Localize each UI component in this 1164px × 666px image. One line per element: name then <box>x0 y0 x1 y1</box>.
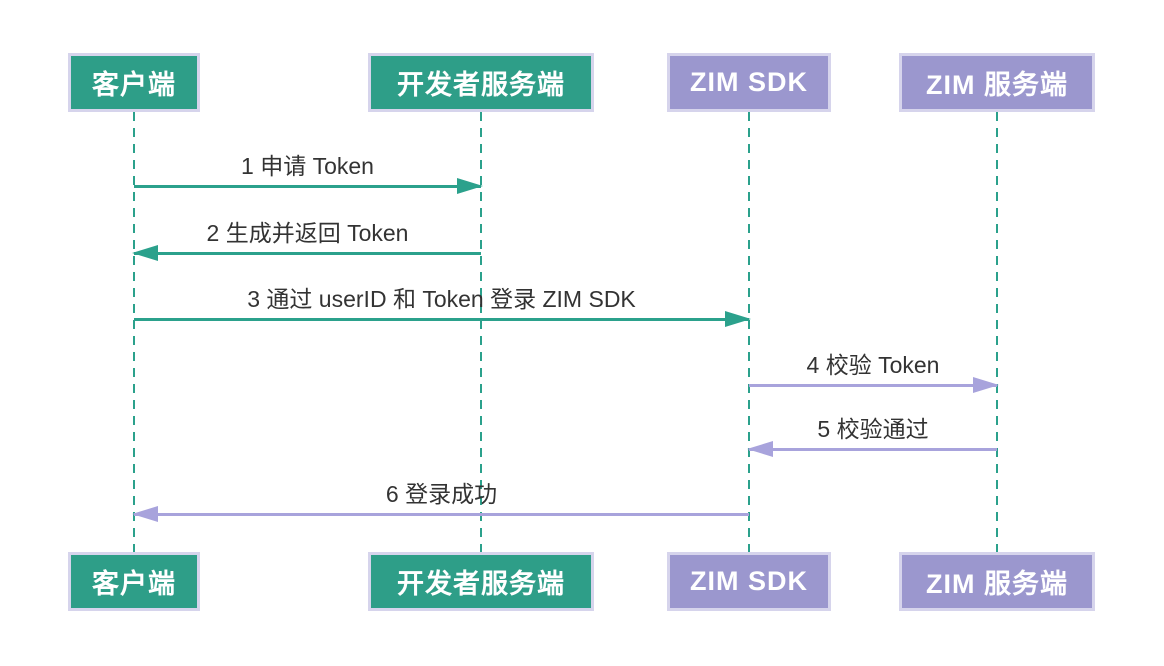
message-2-arrow <box>132 245 481 261</box>
arrow-right-icon <box>973 377 999 393</box>
message-4: 4 校验 Token <box>749 350 999 393</box>
actor-zim-server-bottom: ZIM 服务端 <box>899 552 1095 611</box>
actor-zim-sdk-top-label: ZIM SDK <box>690 67 808 97</box>
arrow-right-icon <box>457 178 483 194</box>
message-6-arrow <box>132 506 749 522</box>
lifeline-zim-sdk <box>748 112 750 552</box>
lifeline-zim-server <box>996 112 998 552</box>
message-3-arrow <box>134 311 751 327</box>
arrow-left-icon <box>132 245 158 261</box>
message-3-label: 3 通过 userID 和 Token 登录 ZIM SDK <box>247 286 636 312</box>
actor-client-bottom-label: 客户端 <box>92 569 176 599</box>
actor-zim-sdk-bottom-label: ZIM SDK <box>690 566 808 596</box>
message-4-arrow <box>749 377 999 393</box>
message-4-label: 4 校验 Token <box>806 352 940 378</box>
message-1-label: 1 申请 Token <box>241 153 374 179</box>
arrow-left-icon <box>132 506 158 522</box>
arrow-right-icon <box>725 311 751 327</box>
actor-dev-server-bottom: 开发者服务端 <box>368 552 594 611</box>
message-6-label: 6 登录成功 <box>385 481 498 507</box>
actor-client-top-label: 客户端 <box>92 70 176 100</box>
actor-client-bottom: 客户端 <box>68 552 200 611</box>
message-5-arrow <box>747 441 997 457</box>
actor-dev-server-top-label: 开发者服务端 <box>397 70 565 100</box>
actor-zim-server-top: ZIM 服务端 <box>899 53 1095 112</box>
actor-client-top: 客户端 <box>68 53 200 112</box>
actor-dev-server-bottom-label: 开发者服务端 <box>397 569 565 599</box>
message-5: 5 校验通过 <box>747 414 997 457</box>
actor-zim-sdk-bottom: ZIM SDK <box>667 552 831 611</box>
lifeline-client <box>133 112 135 552</box>
actor-zim-server-bottom-label: ZIM 服务端 <box>926 569 1068 599</box>
message-2-label: 2 生成并返回 Token <box>206 220 409 246</box>
message-2: 2 生成并返回 Token <box>132 218 481 261</box>
arrow-left-icon <box>747 441 773 457</box>
message-6: 6 登录成功 <box>132 479 749 522</box>
actor-dev-server-top: 开发者服务端 <box>368 53 594 112</box>
actor-zim-server-top-label: ZIM 服务端 <box>926 70 1068 100</box>
message-5-label: 5 校验通过 <box>817 416 929 442</box>
message-1-arrow <box>134 178 483 194</box>
message-1: 1 申请 Token <box>134 151 483 194</box>
lifeline-dev-server <box>480 112 482 552</box>
message-3: 3 通过 userID 和 Token 登录 ZIM SDK <box>134 284 751 327</box>
actor-zim-sdk-top: ZIM SDK <box>667 53 831 112</box>
